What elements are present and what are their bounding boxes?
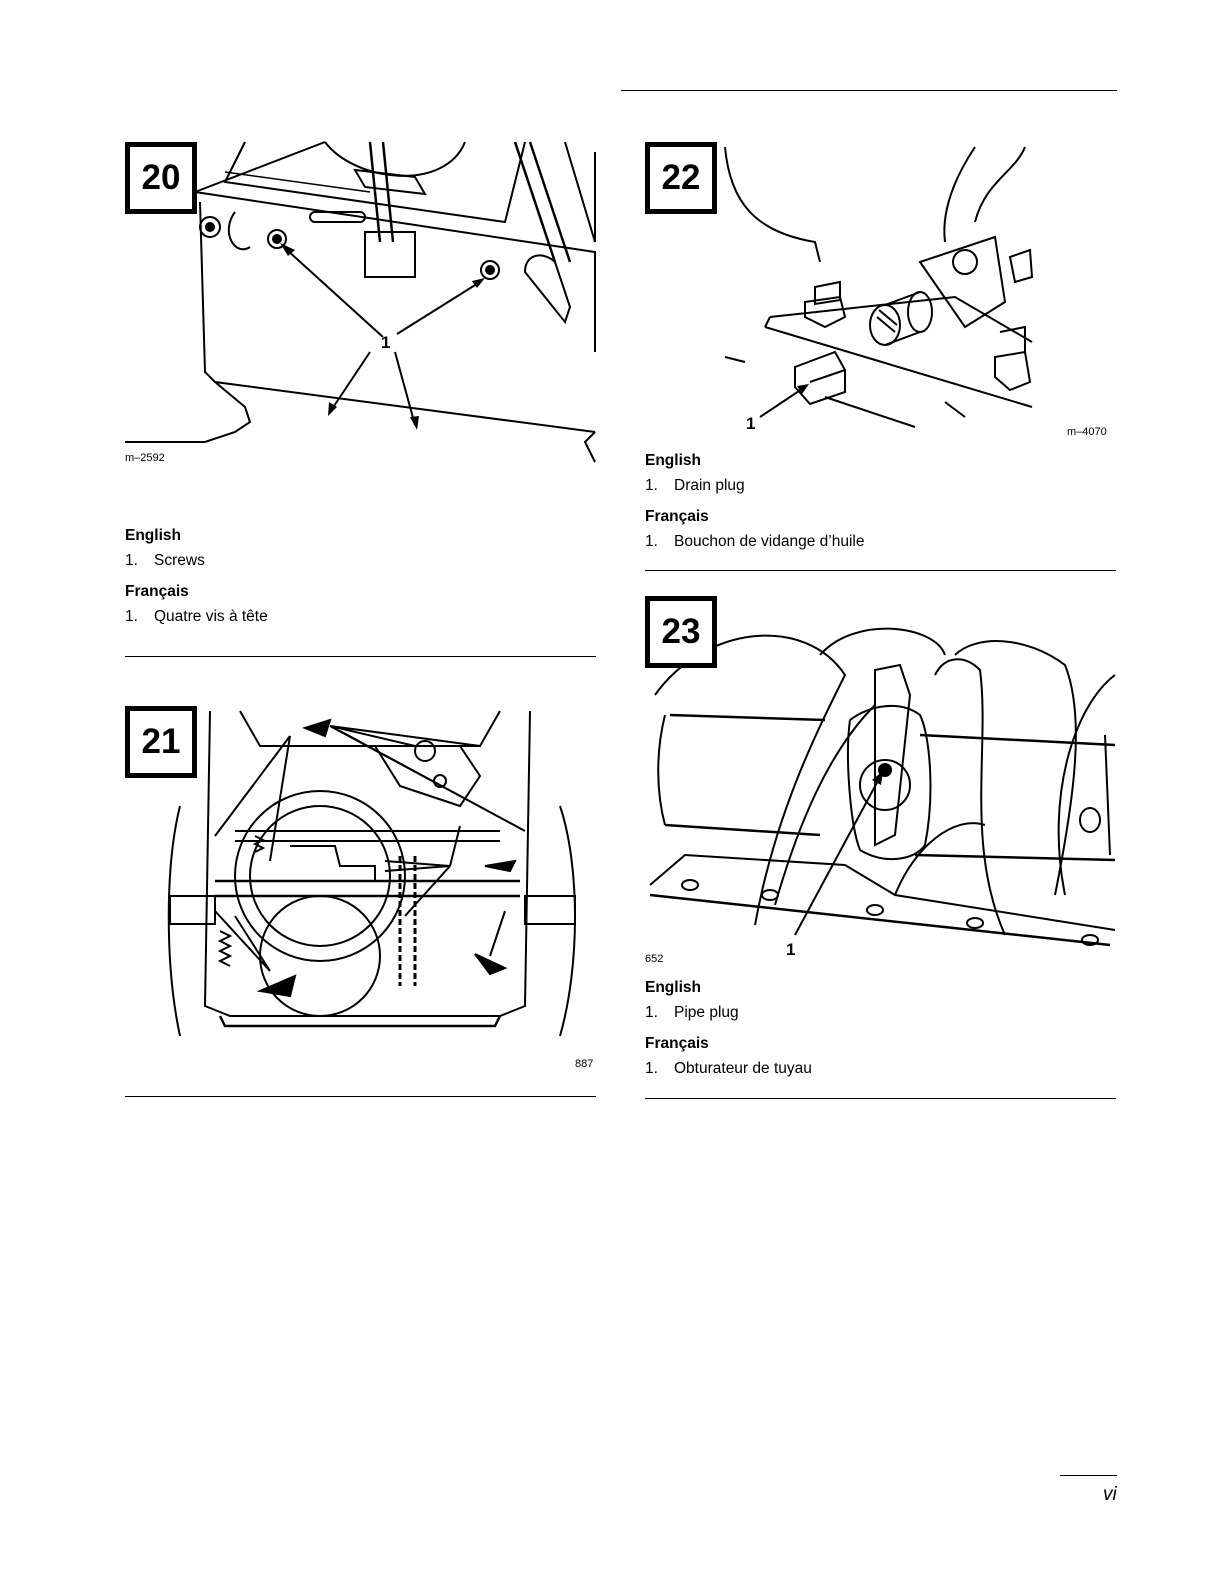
figure-22-french-item-number: 1. [645,533,674,551]
figure-21-code: 887 [575,1058,593,1070]
figure-21-number: 21 [125,706,197,778]
figure-22-english-item-number: 1. [645,477,674,495]
figure-23-english-item-text: Pipe plug [674,1004,739,1021]
figure-22-french-item-text: Bouchon de vidange d’huile [674,533,864,550]
figure-22-french-heading: Français [645,508,709,526]
figure-23-english-item: 1.Pipe plug [645,1004,739,1022]
figure-23-french-item-number: 1. [645,1060,674,1078]
footer-rule [1060,1475,1117,1476]
figure-20-english-item-number: 1. [125,552,154,570]
figure-20-number: 20 [125,142,197,214]
figure-23-french-item: 1.Obturateur de tuyau [645,1060,812,1078]
figure-20-french-item-text: Quatre vis à tête [154,608,268,625]
figure-23-number: 23 [645,596,717,668]
figure-20-bottom-rule [125,656,596,657]
figure-23-bottom-rule [645,1098,1116,1099]
page-number: vi [1103,1484,1117,1506]
figure-21-bottom-rule [125,1096,596,1097]
figure-22-callout: 1 [746,414,755,434]
figure-20-french-item: 1.Quatre vis à tête [125,608,268,626]
figure-20-callout: 1 [381,333,390,353]
figure-23-code: 652 [645,953,663,965]
figure-23-french-heading: Français [645,1035,709,1053]
figure-22-bottom-rule [645,570,1116,571]
figure-22-english-item-text: Drain plug [674,477,745,494]
figure-22-number: 22 [645,142,717,214]
figure-23-callout: 1 [786,940,795,960]
figure-20-english-item: 1.Screws [125,552,205,570]
figure-22-english-item: 1.Drain plug [645,477,745,495]
figure-20-code: m–2592 [125,452,165,464]
figure-23-english-item-number: 1. [645,1004,674,1022]
figure-20-french-heading: Français [125,583,189,601]
figure-21-illustration [160,706,596,1068]
header-rule [621,90,1117,91]
figure-22-english-heading: English [645,452,701,470]
figure-20-english-item-text: Screws [154,552,205,569]
figure-20-english-heading: English [125,527,181,545]
figure-22-french-item: 1.Bouchon de vidange d’huile [645,533,864,551]
figure-22-code: m–4070 [1067,426,1107,438]
figure-23-english-heading: English [645,979,701,997]
figure-20-french-item-number: 1. [125,608,154,626]
figure-23-french-item-text: Obturateur de tuyau [674,1060,812,1077]
